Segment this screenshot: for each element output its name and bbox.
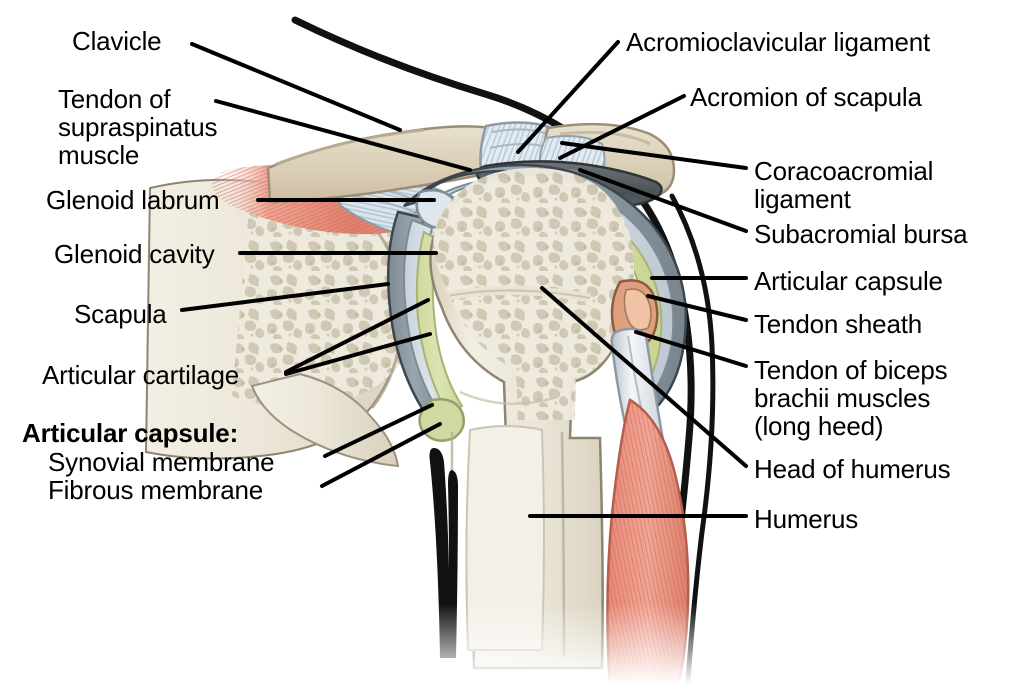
label-clavicle: Clavicle: [72, 26, 162, 56]
label-scapula: Scapula: [74, 299, 167, 329]
leader-tendon-supraspinatus: [214, 99, 472, 172]
leader-subacromial-bursa: [578, 168, 748, 233]
leader-coracoacromial: [560, 141, 748, 170]
label-glenoid-cavity: Glenoid cavity: [54, 239, 215, 269]
label-articular-cartilage: Articular cartilage: [42, 360, 240, 390]
label-tendon-supraspinatus: Tendon of supraspinatus muscle: [58, 84, 218, 170]
label-glenoid-labrum: Glenoid labrum: [46, 185, 220, 215]
label-humerus: Humerus: [754, 504, 859, 534]
leader-synovial-membrane: [323, 403, 434, 458]
leader-acromion: [558, 94, 686, 160]
label-articular-capsule-right: Articular capsule: [754, 266, 943, 296]
leader-clavicle: [190, 42, 402, 132]
leader-tendon-sheath: [646, 294, 748, 322]
label-head-of-humerus: Head of humerus: [754, 454, 951, 484]
label-fibrous-membrane: Fibrous membrane: [48, 475, 263, 505]
label-articular-capsule-heading: Articular capsule:: [22, 418, 239, 448]
label-synovial-membrane: Synovial membrane: [48, 447, 275, 477]
label-tendon-sheath: Tendon sheath: [754, 309, 922, 339]
leader-acromioclavicular: [516, 40, 620, 154]
leader-articular-cartilage-a: [284, 298, 430, 374]
label-acromion-of-scapula: Acromion of scapula: [690, 82, 922, 112]
label-tendon-biceps-brachii: Tendon of biceps brachii muscles (long h…: [754, 355, 948, 441]
label-acromioclavicular-ligament: Acromioclavicular ligament: [626, 27, 931, 57]
leader-fibrous-membrane: [320, 422, 442, 488]
leader-scapula: [180, 282, 390, 312]
leader-articular-cartilage-b: [284, 332, 432, 376]
label-coracoacromial-ligament: Coracoacromial ligament: [754, 156, 934, 214]
label-subacromial-bursa: Subacromial bursa: [754, 219, 968, 249]
bottom-fade: [0, 470, 1017, 685]
leader-tendon-biceps: [634, 330, 748, 368]
clavicle-bone: [266, 125, 496, 204]
leader-head-of-humerus: [540, 286, 748, 468]
leader-lines: [180, 40, 748, 518]
